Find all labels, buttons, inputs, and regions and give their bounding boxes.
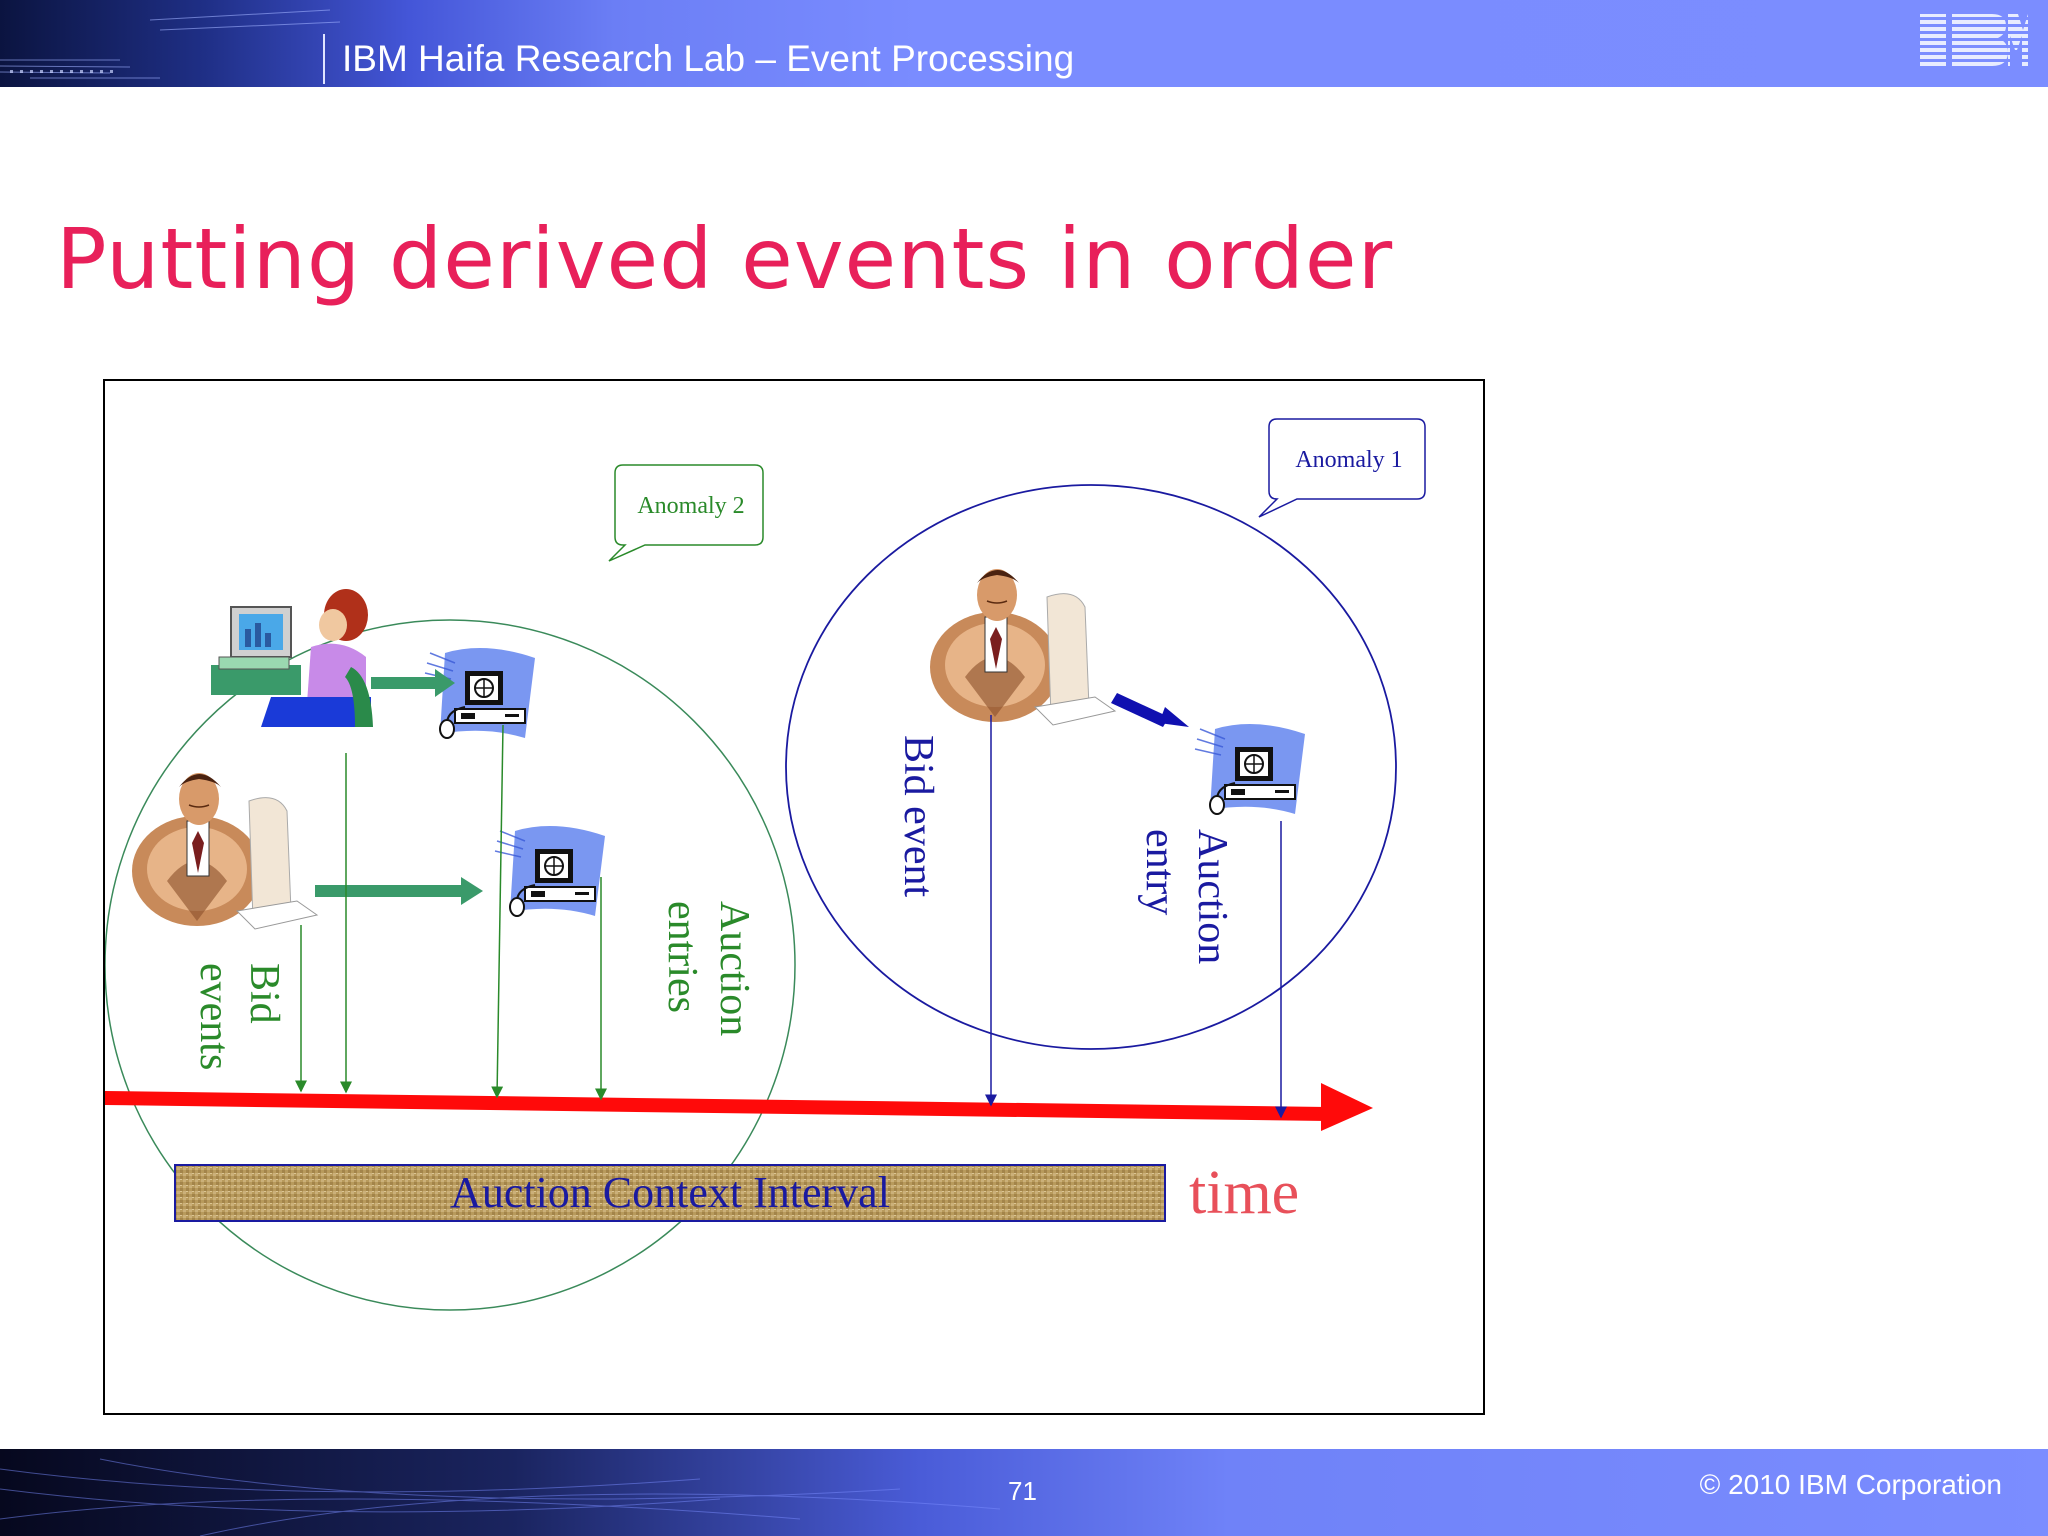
header-divider [323,34,325,84]
bid-arrow-man [315,877,483,905]
copyright: © 2010 IBM Corporation [1699,1469,2002,1500]
auction-context-interval: Auction Context Interval [174,1164,1166,1222]
svg-text:entry: entry [1137,829,1183,915]
auction-computer-1-icon [424,647,536,739]
time-axis [105,1083,1373,1131]
anomaly-1-callout: Anomaly 1 [1258,418,1426,518]
svg-text:events: events [191,963,237,1070]
header-decoration [0,9,341,79]
svg-text:Bid: Bid [241,963,287,1024]
page-number: 71 [1008,1476,1037,1506]
anomaly-2-callout: Anomaly 2 [608,464,764,562]
bidder-left-icon [131,772,318,930]
anomaly-1-circle [785,484,1397,1050]
bid-events-label: Bid events [191,963,287,1070]
auction-entry-label: Auction entry [1137,829,1235,964]
context-interval-label: Auction Context Interval [450,1168,890,1217]
event-ordering-diagram: Anomaly 2 Anomaly 1 [104,418,1426,1311]
bid-arrow-right [1111,693,1189,727]
anomaly-2-label: Anomaly 2 [637,493,744,519]
svg-text:entries: entries [659,901,705,1013]
header-title: IBM Haifa Research Lab – Event Processin… [342,38,1075,79]
ibm-logo-icon [1920,14,2028,66]
time-label: time [1189,1159,1299,1227]
diagram-frame: Anomaly 2 Anomaly 1 [103,379,1485,1415]
auction-computer-2-icon [494,825,606,917]
svg-text:Auction: Auction [711,901,757,1036]
auction-entries-label: Auction entries [659,901,757,1036]
bid-event-label: Bid event [895,735,941,897]
auction-entry-line-1 [491,724,504,1099]
slide-header: IBM Haifa Research Lab – Event Processin… [0,0,2048,87]
anomaly-1-label: Anomaly 1 [1295,447,1402,473]
footer-decoration [0,1458,1001,1536]
bid-arrow-woman [371,669,455,697]
anomaly-2-circle [104,619,796,1311]
slide-title: Putting derived events in order [56,210,1394,308]
woman-at-computer-icon [211,589,373,727]
slide-footer: 71 © 2010 IBM Corporation [0,1449,2048,1536]
svg-text:Bid event: Bid event [895,735,941,897]
auction-computer-3-icon [1194,723,1306,815]
svg-text:Auction: Auction [1189,829,1235,964]
bidder-right-icon [929,568,1116,726]
